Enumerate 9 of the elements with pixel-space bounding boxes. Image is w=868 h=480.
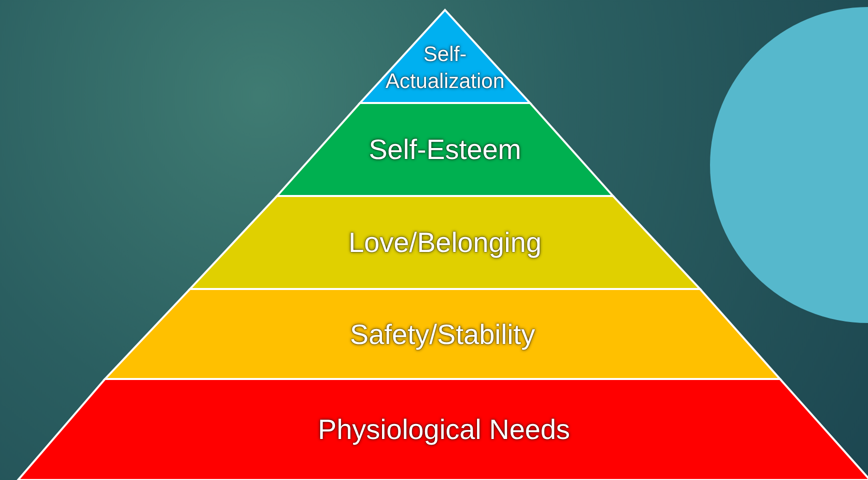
tier-label: Self-Actualization [384, 42, 506, 94]
tier-label: Self-Esteem [368, 133, 522, 167]
tier-label: Physiological Needs [318, 413, 570, 447]
pyramid-tier [190, 196, 700, 289]
tier-label: Love/Belonging [348, 226, 542, 260]
pyramid-tier [277, 103, 613, 196]
pyramid-tier [105, 289, 780, 379]
tier-label: Safety/Stability [350, 318, 536, 352]
pyramid-tier [18, 379, 868, 480]
